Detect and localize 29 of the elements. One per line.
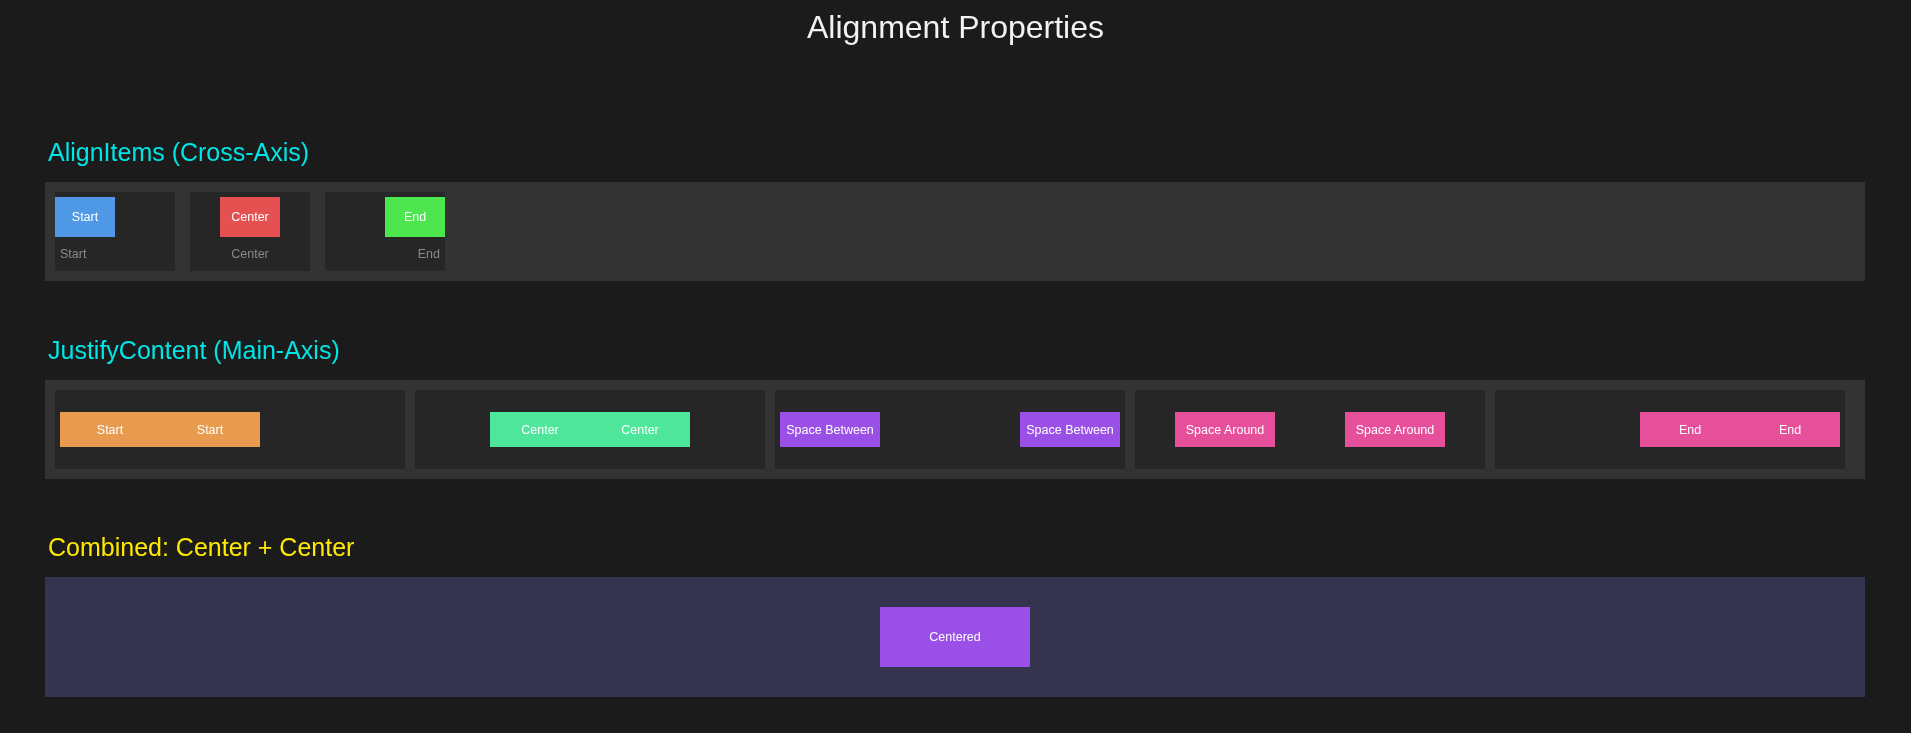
demo-card — [325, 192, 445, 271]
page-title: Alignment Properties — [807, 8, 1104, 47]
flex-item: Center — [220, 197, 280, 237]
demo-card — [1495, 390, 1845, 469]
flex-item: End — [1740, 412, 1840, 447]
flex-item: Start — [60, 412, 160, 447]
flex-item: End — [1640, 412, 1740, 447]
flex-item: Centered — [880, 607, 1030, 667]
flex-item: Space Between — [780, 412, 880, 447]
demo-card — [775, 390, 1125, 469]
flex-item: Start — [160, 412, 260, 447]
alignment-caption: Center — [230, 246, 270, 262]
flex-item: Space Around — [1175, 412, 1275, 447]
demo-card — [190, 192, 310, 271]
alignment-caption: Start — [59, 246, 88, 262]
flex-item: Center — [590, 412, 690, 447]
demo-card — [55, 192, 175, 271]
flex-item: Space Around — [1345, 412, 1445, 447]
section-heading: AlignItems (Cross-Axis) — [48, 137, 310, 167]
demo-card — [55, 390, 405, 469]
flex-item: End — [385, 197, 445, 237]
flex-item: Space Between — [1020, 412, 1120, 447]
flex-item: Center — [490, 412, 590, 447]
flex-item: Start — [55, 197, 115, 237]
section-heading: JustifyContent (Main-Axis) — [48, 335, 340, 365]
demo-card — [415, 390, 765, 469]
demo-card — [1135, 390, 1485, 469]
alignment-caption: End — [416, 246, 441, 262]
section-heading: Combined: Center + Center — [48, 532, 355, 562]
